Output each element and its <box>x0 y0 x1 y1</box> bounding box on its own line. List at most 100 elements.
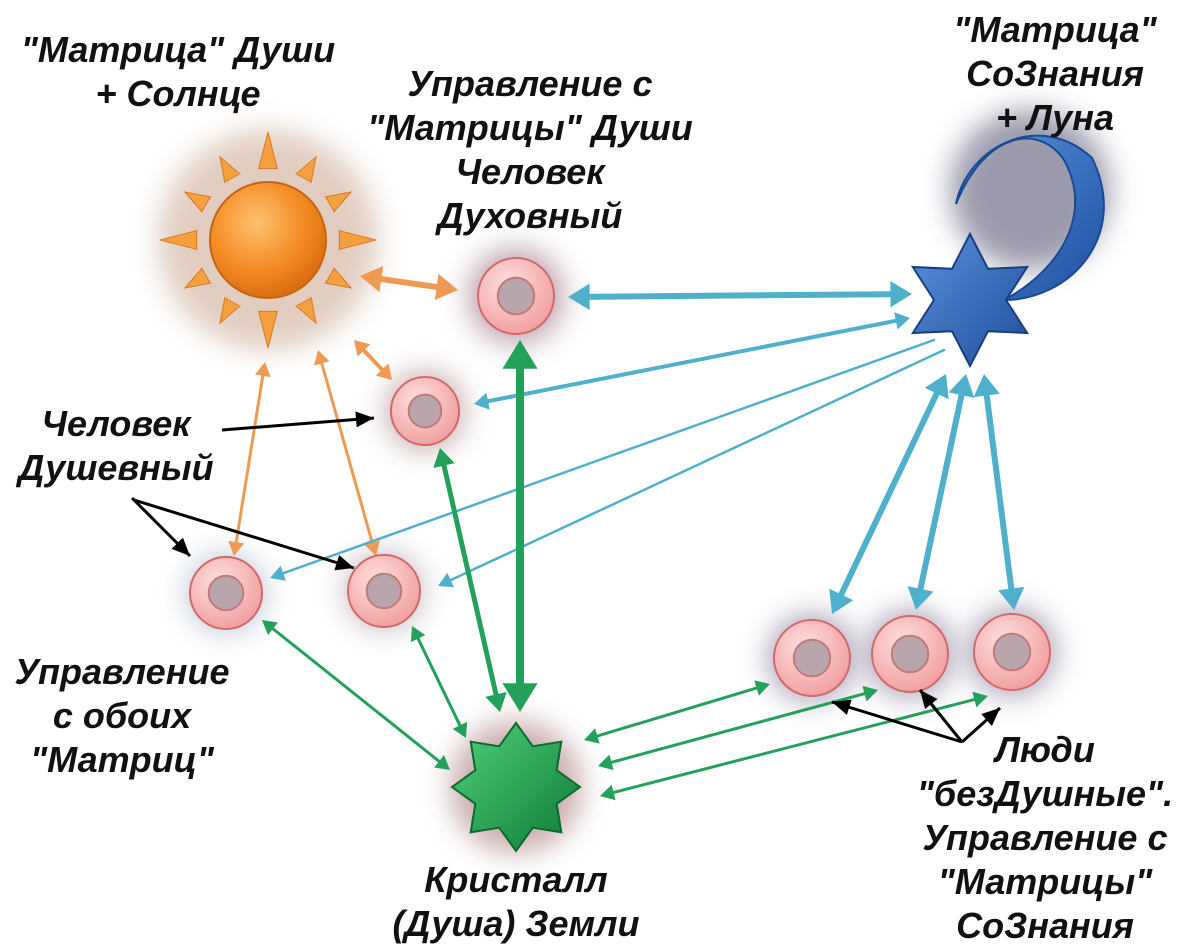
arrowhead <box>171 537 190 556</box>
arrowhead <box>973 374 1000 398</box>
arrowhead <box>364 540 380 556</box>
arrow-star-r3 <box>973 374 1025 610</box>
ring-icon <box>347 554 421 628</box>
sun-ray <box>219 296 241 325</box>
arrowhead <box>924 374 949 400</box>
arrow-sun-mid <box>314 350 380 556</box>
arrowhead <box>434 273 458 300</box>
arrowhead <box>502 683 538 712</box>
sun-ray <box>324 191 353 213</box>
arrow-sun-left <box>228 362 271 556</box>
label-line: Кристалл <box>424 859 608 900</box>
label-line: Управление <box>14 651 230 692</box>
arrow-mid-crystal <box>410 626 468 738</box>
label-line: "Матрица" <box>953 9 1157 50</box>
label-line: Душевный <box>18 447 214 488</box>
ring-hole <box>992 632 1032 672</box>
arrowhead <box>254 362 271 378</box>
ring-icon <box>773 619 851 697</box>
label-earth-crystal: Кристалл (Душа) Земли <box>376 858 656 946</box>
sun-ray <box>338 230 377 250</box>
arrow-shaft <box>983 388 1015 596</box>
arrow-shaft <box>319 359 375 547</box>
arrow-star-r1 <box>829 374 949 614</box>
six-point-star-icon <box>910 231 1030 369</box>
pointer-arrow <box>918 689 964 743</box>
arrowhead <box>584 728 600 744</box>
label-line: Духовный <box>437 195 623 236</box>
label-spiritual-person: Управление с "Матрицы" Души Человек Духо… <box>360 62 700 238</box>
ring-icon <box>189 556 263 630</box>
ring-icon <box>390 376 460 446</box>
label-line: "безДушные". <box>916 773 1174 814</box>
arrow-shaft <box>836 386 942 602</box>
arrowhead <box>754 680 770 696</box>
arrowhead <box>375 363 392 380</box>
arrow-crystal-r3 <box>600 691 988 801</box>
label-line: СоЗнания <box>966 53 1144 94</box>
arrowhead <box>832 699 852 715</box>
sun-disc <box>209 181 327 299</box>
node-layer <box>159 131 1105 853</box>
sun-ray <box>258 310 278 349</box>
ring-icon <box>973 613 1051 691</box>
crescent-moon-icon <box>955 134 1105 301</box>
arrow-sun-spiritual <box>360 266 458 300</box>
label-line: Человек <box>41 403 191 444</box>
label-line: "Матрицы" <box>937 861 1153 902</box>
pointer-layer <box>130 411 1002 744</box>
arrow-spiritual-star <box>568 281 912 310</box>
arrowhead <box>354 340 371 357</box>
arrowhead <box>270 565 286 581</box>
arrowhead <box>948 374 975 398</box>
arrowhead <box>862 685 878 702</box>
label-soulful-person: Человек Душевный <box>8 402 224 490</box>
ring-hole <box>496 276 536 316</box>
arrowhead <box>360 266 384 293</box>
sun-ray <box>219 155 241 184</box>
arrowhead <box>568 283 590 310</box>
arrowhead <box>998 586 1025 610</box>
label-line: Человек <box>455 151 605 192</box>
arrowhead <box>314 350 330 366</box>
label-line: "Матриц" <box>30 739 214 780</box>
arrowhead <box>981 708 1000 726</box>
pointer-arrow <box>221 411 375 432</box>
arrow-left-crystal <box>262 620 450 770</box>
arrowhead <box>474 392 490 410</box>
arrowhead <box>907 586 934 610</box>
arrow-shaft <box>415 634 463 730</box>
arrow-star-soulful <box>474 312 910 410</box>
arrow-star-r2 <box>907 374 975 610</box>
arrowhead <box>890 281 912 308</box>
sun-ray <box>159 230 198 250</box>
ring-hole <box>407 393 443 429</box>
ring-hole <box>365 572 403 610</box>
arrow-shaft <box>359 346 387 374</box>
label-consciousness-matrix: "Матрица" СоЗнания + Луна <box>940 8 1170 140</box>
sun-ray <box>258 131 278 170</box>
arrowhead <box>433 448 455 468</box>
label-line: СоЗнания <box>956 905 1134 946</box>
arrow-crystal-r1 <box>584 680 770 744</box>
ring-hole <box>792 638 832 678</box>
sun-ray <box>183 267 212 289</box>
label-line: "Матрица" Души <box>20 29 336 70</box>
arrowhead <box>228 540 245 556</box>
arrow-shaft <box>374 275 444 291</box>
label-line: Люди <box>995 729 1095 770</box>
arrowhead <box>894 312 910 330</box>
arrowhead <box>972 691 988 708</box>
label-line: Управление с <box>407 63 653 104</box>
label-line: с обоих <box>52 695 192 736</box>
arrowhead <box>262 620 278 635</box>
ring-icon <box>871 615 949 693</box>
arrow-shaft <box>234 371 265 547</box>
arrowhead <box>502 340 538 369</box>
arrowhead <box>438 572 455 588</box>
arrow-crystal-r2 <box>598 685 878 771</box>
label-soulless-people: Люди "безДушные". Управление с "Матрицы"… <box>900 728 1190 948</box>
arrow-shaft <box>446 348 946 583</box>
arrow-shaft <box>607 691 869 765</box>
arrow-shaft <box>269 625 443 765</box>
